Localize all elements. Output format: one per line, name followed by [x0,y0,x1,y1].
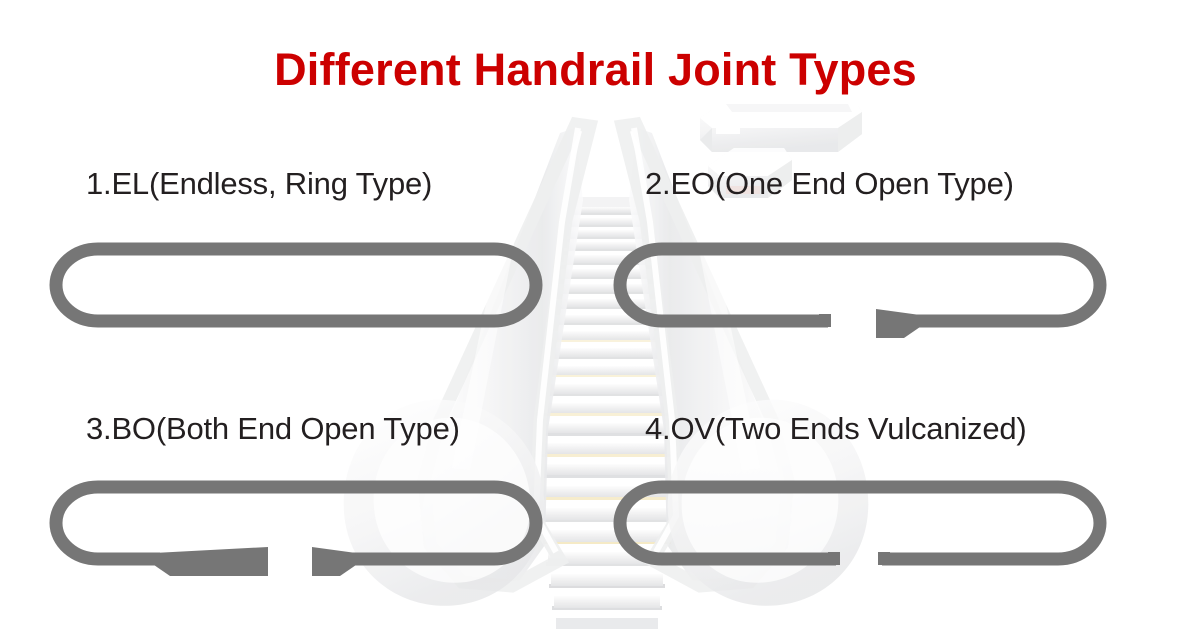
joint-label-el: 1.EL(Endless, Ring Type) [86,166,433,201]
handrail-left-return [613,242,828,328]
handrail-loop-closed [49,242,543,328]
handrail-top-and-right [662,480,1107,566]
joint-diagram-ov [604,466,1124,590]
joint-label-bo: 3.BO(Both End Open Type) [86,411,460,446]
joint-diagram-eo [604,228,1124,352]
handrail-top-and-right [98,480,543,566]
handrail-left-return [49,480,160,566]
joint-end-flat-left [828,552,840,565]
joint-label-eo: 2.EO(One End Open Type) [645,166,1014,201]
page-title: Different Handrail Joint Types [274,44,917,95]
joint-end-flat-right [878,552,890,565]
joint-end-tapered-right [876,309,920,338]
joint-end-tapered-left [154,547,268,576]
joint-diagram-el [40,228,560,352]
joint-label-ov: 4.OV(Two Ends Vulcanized) [645,411,1027,446]
handrail-loop-open-one-end [662,242,1107,328]
joint-end-flat-left [819,314,831,327]
joint-end-tapered-right [312,547,356,576]
handrail-left-return [613,480,836,566]
joint-diagram-bo [40,466,560,590]
handrail-profile-upper [700,100,862,152]
